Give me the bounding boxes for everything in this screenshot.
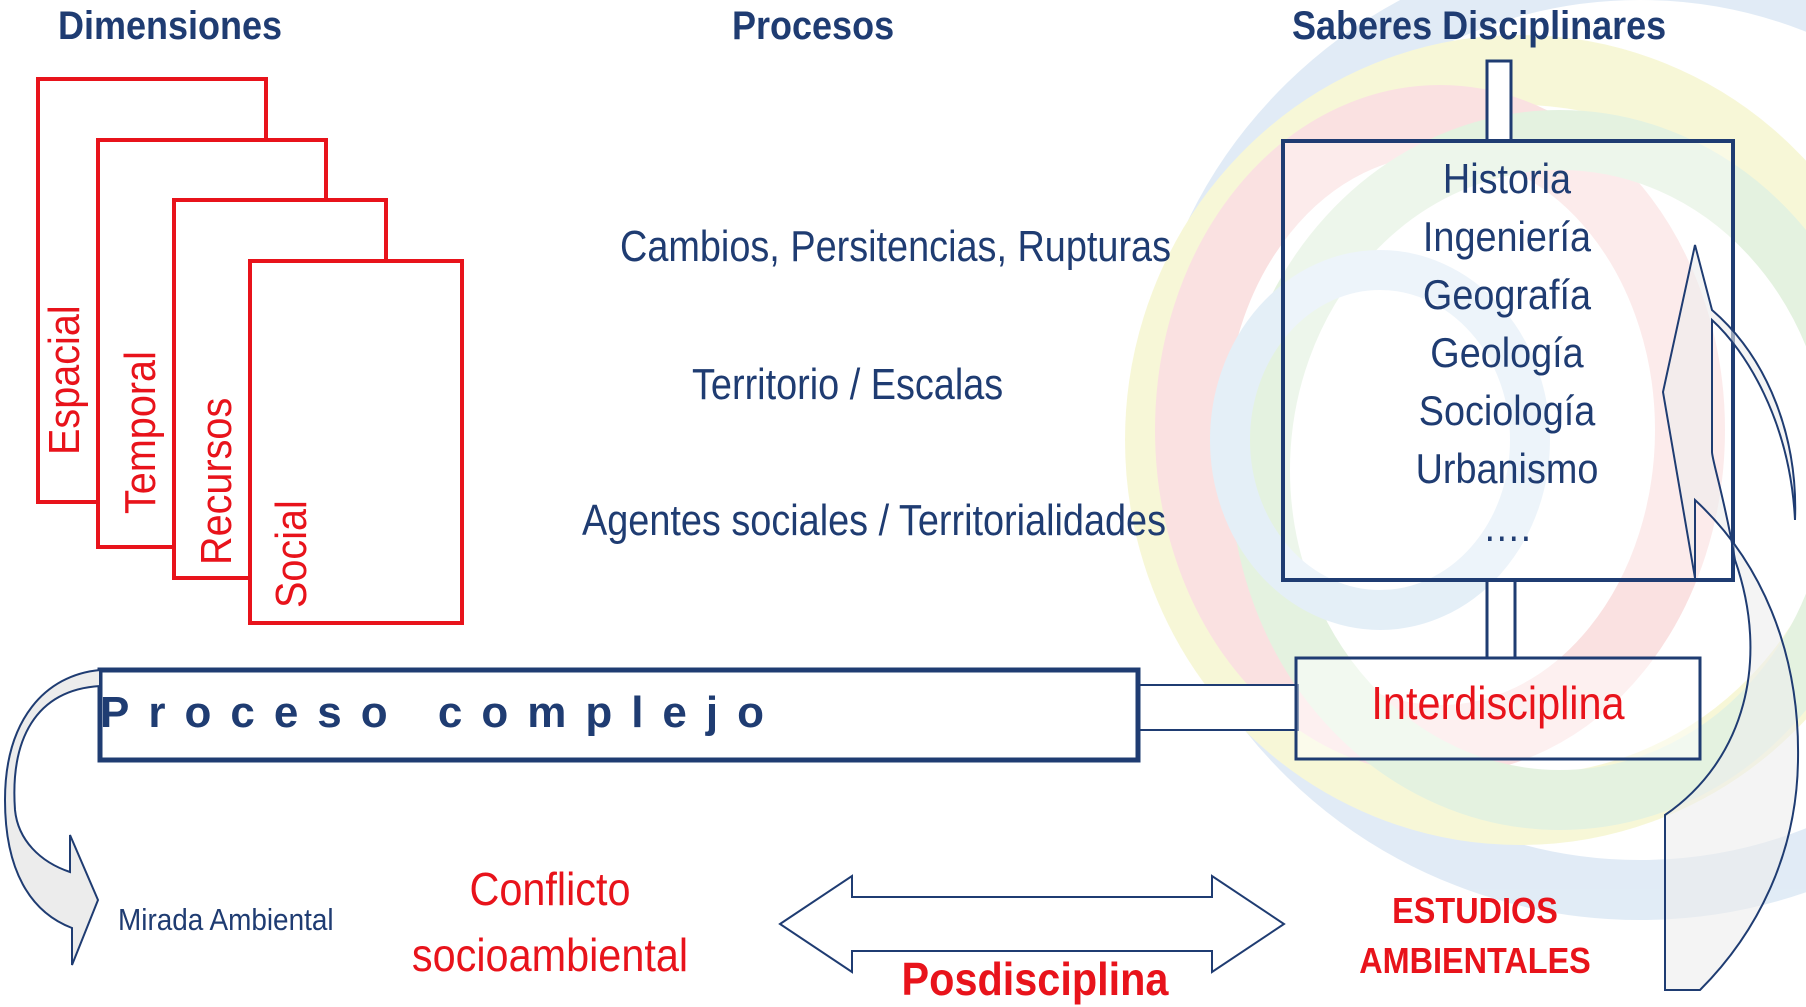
estudios-line2: AMBIENTALES [1359,940,1591,981]
dimension-recursos: Recursos [192,397,241,565]
conflicto-line1: Conflicto [469,863,631,915]
saberes-connector-top [1485,59,1513,143]
dimension-espacial: Espacial [40,305,89,455]
saberes-connector-bottom [1485,578,1517,660]
discipline-sociologia: Sociología [1418,387,1596,434]
process-cambios: Cambios, Persitencias, Rupturas [620,222,1172,271]
discipline-etc: …. [1482,503,1532,550]
discipline-geografia: Geografía [1422,271,1592,318]
proceso-complejo-box [97,667,1141,763]
mirada-ambiental: Mirada Ambiental [118,902,334,937]
discipline-ingenieria: Ingeniería [1422,213,1592,260]
header-procesos: Procesos [732,4,895,48]
discipline-historia: Historia [1442,155,1572,202]
dimension-social: Social [267,500,316,608]
saberes-box [1281,139,1735,582]
process-agentes: Agentes sociales / Territorialidades [582,496,1167,545]
double-arrow [778,874,1286,974]
proceso-complejo-label: Proceso complejo [100,688,784,737]
interdisciplina-label: Interdisciplina [1371,677,1625,729]
right-curved-arrow [1661,244,1800,991]
horizontal-connector [1137,684,1299,731]
header-saberes: Saberes Disciplinares [1292,4,1667,48]
posdisciplina-label: Posdisciplina [901,953,1169,1005]
discipline-geologia: Geología [1430,329,1584,376]
header-dimensiones: Dimensiones [58,4,283,48]
interdisciplina-box [1294,656,1702,761]
dimension-cards [36,77,464,625]
estudios-line1: ESTUDIOS [1392,890,1558,931]
card-social [248,259,464,625]
left-curved-arrow [3,668,101,966]
dimension-temporal: Temporal [116,351,165,514]
process-territorio: Territorio / Escalas [692,360,1004,409]
conflicto-line2: socioambiental [411,929,689,981]
discipline-urbanismo: Urbanismo [1415,445,1599,492]
